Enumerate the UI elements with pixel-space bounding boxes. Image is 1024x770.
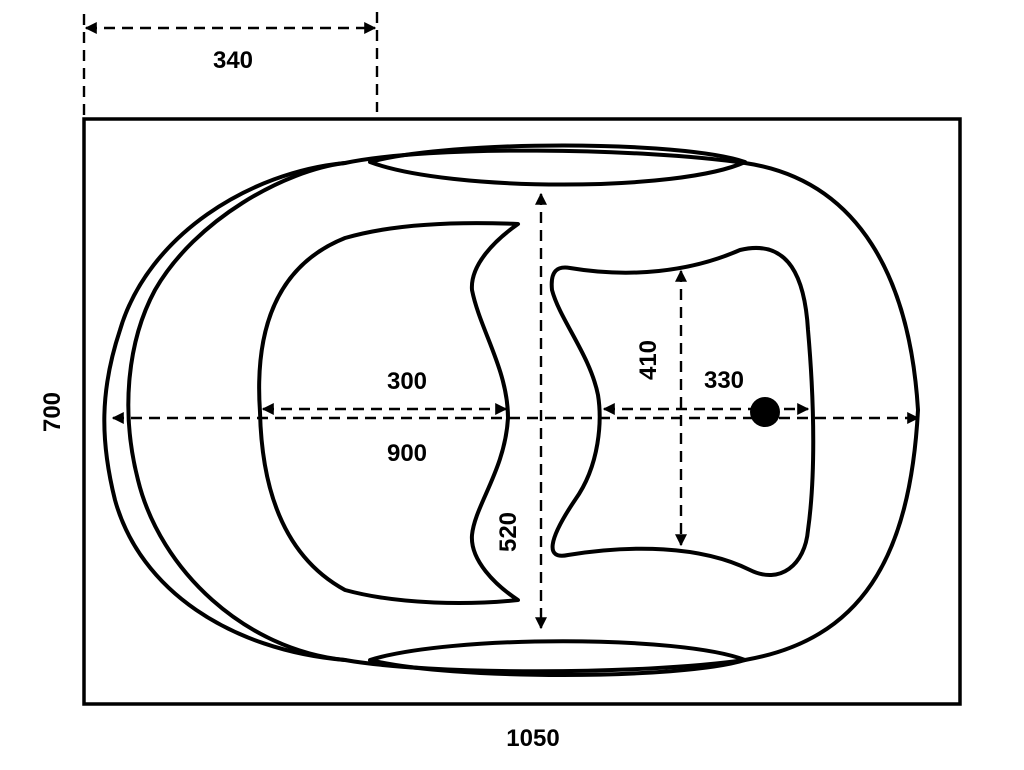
tub-outline	[343, 148, 920, 674]
label-330: 330	[704, 367, 744, 394]
top-lens-panel	[368, 143, 747, 187]
tub-outer-rim	[102, 161, 347, 662]
label-410: 410	[635, 340, 662, 380]
bottom-lens-panel	[368, 639, 747, 677]
drain-dot	[750, 397, 780, 427]
left-seat	[257, 221, 520, 605]
dimension-340	[82, 12, 379, 117]
label-340: 340	[213, 47, 253, 74]
outer-frame	[82, 117, 962, 706]
label-700: 700	[39, 392, 66, 432]
right-seat	[549, 246, 816, 577]
tub-rim-inner	[126, 161, 347, 662]
label-300: 300	[387, 368, 427, 395]
label-520: 520	[495, 512, 522, 552]
label-900: 900	[387, 440, 427, 467]
label-1050: 1050	[506, 725, 559, 752]
